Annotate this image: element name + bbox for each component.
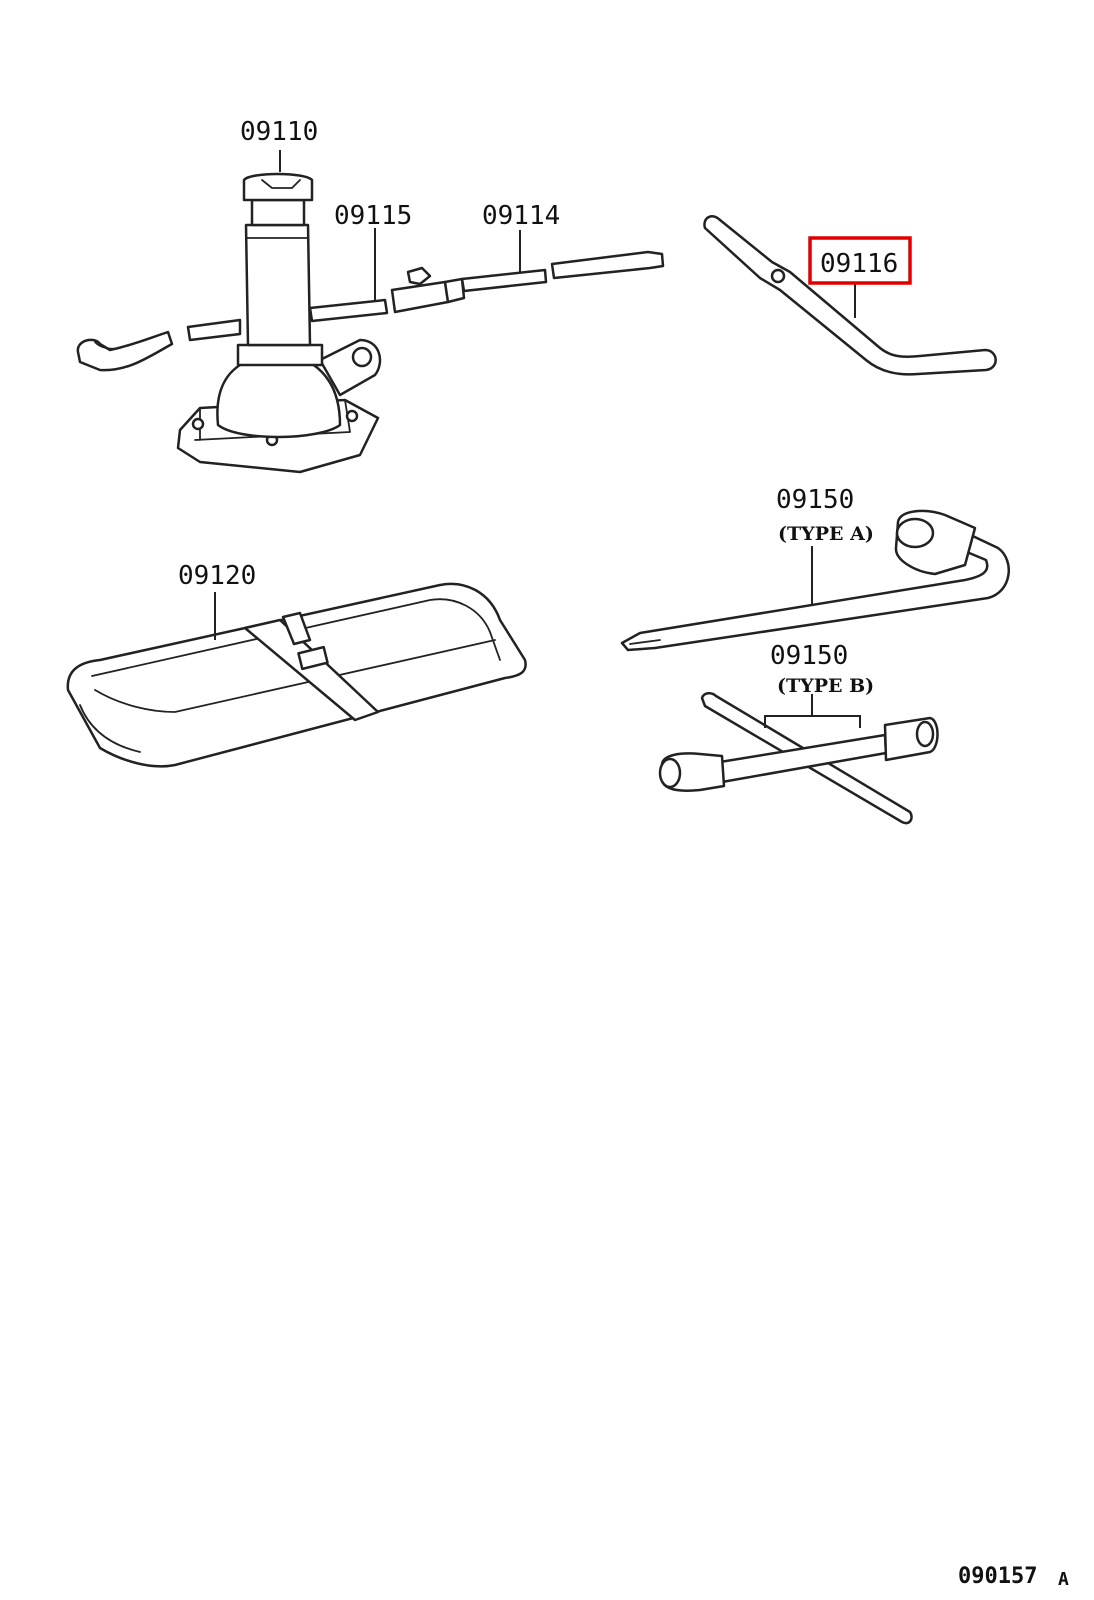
reference-suffix: A bbox=[1058, 1569, 1069, 1590]
label-09116[interactable]: 09116 bbox=[820, 249, 898, 279]
tool-bag-illustration[interactable] bbox=[66, 582, 527, 768]
jack-handle-illustration[interactable] bbox=[703, 215, 997, 376]
label-09150-b: 09150 bbox=[770, 641, 848, 671]
lug-wrench-type-a-illustration[interactable] bbox=[620, 509, 1010, 652]
label-09150-a: 09150 bbox=[776, 485, 854, 515]
label-09115: 09115 bbox=[334, 201, 412, 231]
reference-code: 090157 bbox=[958, 1564, 1037, 1589]
label-type-a: (TYPE A) bbox=[778, 523, 874, 545]
label-type-b: (TYPE B) bbox=[777, 675, 874, 697]
highlight-box-09116 bbox=[808, 236, 912, 285]
jack-rod-stub bbox=[186, 318, 242, 342]
lug-wrench-type-b-illustration[interactable] bbox=[658, 692, 939, 825]
jack-hook-illustration[interactable] bbox=[76, 330, 174, 372]
jack-handle-rod-illustration[interactable] bbox=[390, 230, 665, 314]
label-09110: 09110 bbox=[240, 117, 318, 147]
label-09120: 09120 bbox=[178, 561, 256, 591]
label-09114: 09114 bbox=[482, 201, 560, 231]
jack-illustration[interactable] bbox=[176, 150, 382, 474]
jack-handle-extension-illustration[interactable] bbox=[308, 228, 389, 323]
